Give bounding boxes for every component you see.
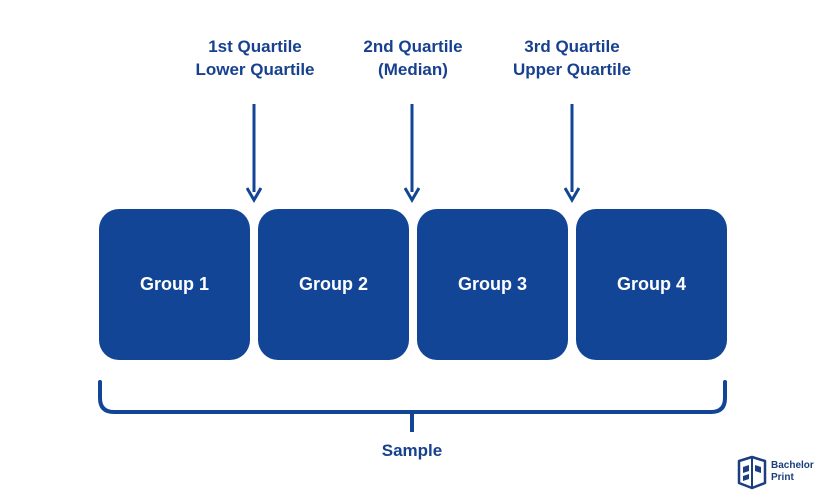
quartile-arrow-2 [404, 104, 420, 203]
quartile-label-3: 3rd Quartile Upper Quartile [482, 35, 662, 81]
quartile-label-3-line2: Upper Quartile [512, 60, 632, 79]
logo-wordmark: Bachelor Print [771, 460, 814, 484]
quartile-label-2-line1: 2nd Quartile [363, 37, 463, 56]
group-box-2: Group 2 [258, 209, 409, 360]
logo-text-line2: Print [771, 472, 794, 483]
book-logo-icon [737, 455, 767, 490]
group-label-3: Group 3 [457, 274, 527, 294]
group-label-2: Group 2 [298, 274, 368, 294]
quartile-label-2: 2nd Quartile (Median) [323, 35, 503, 81]
quartile-label-1-line1: 1st Quartile [208, 37, 302, 56]
group-label-4: Group 4 [616, 274, 686, 294]
logo-text-line1: Bachelor [771, 460, 814, 471]
group-box-3: Group 3 [417, 209, 568, 360]
bachelorprint-logo: Bachelor Print [737, 455, 819, 491]
sample-brace [98, 380, 727, 432]
group-box-4: Group 4 [576, 209, 727, 360]
quartile-label-2-line2: (Median) [378, 60, 448, 79]
quartile-label-1-line2: Lower Quartile [195, 60, 315, 79]
quartile-label-3-line1: 3rd Quartile [524, 37, 620, 56]
sample-label: Sample [381, 441, 443, 460]
quartile-arrow-3 [564, 104, 580, 203]
group-box-1: Group 1 [99, 209, 250, 360]
group-label-1: Group 1 [139, 274, 209, 294]
quartile-label-1: 1st Quartile Lower Quartile [165, 35, 345, 81]
quartile-arrow-1 [246, 104, 262, 203]
